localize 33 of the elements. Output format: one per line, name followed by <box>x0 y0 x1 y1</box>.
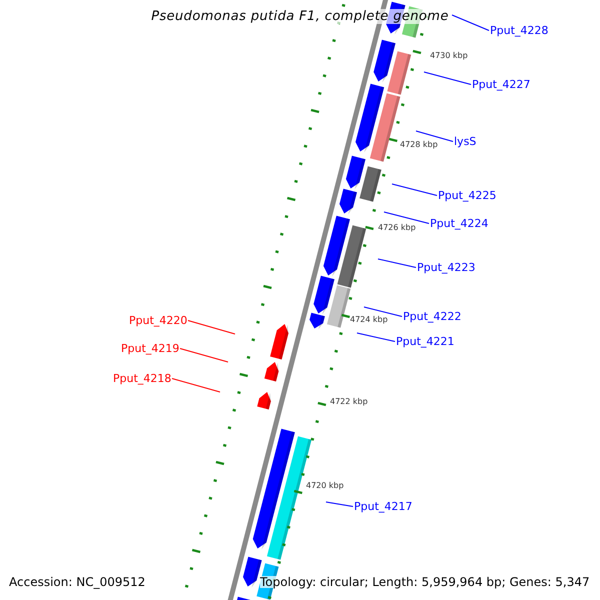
leader-line <box>378 258 416 268</box>
gene-label: Pput_4223 <box>417 262 476 273</box>
gene-label: Pput_4228 <box>490 25 548 36</box>
gene-label: lysS <box>454 136 476 147</box>
gene-label: Pput_4219 <box>121 343 180 354</box>
tick-label: 4724 kbp <box>350 316 388 324</box>
gene-label: Pput_4222 <box>403 311 462 322</box>
gene-label: Pput_4221 <box>396 336 454 347</box>
tick-label: 4720 kbp <box>306 482 344 490</box>
leader-line <box>424 72 472 85</box>
leader-line <box>188 320 236 334</box>
gene-label: Pput_4227 <box>472 79 530 90</box>
gene-label: Pput_4217 <box>354 501 412 512</box>
leader-line <box>364 306 402 317</box>
genome-summary-text: Topology: circular; Length: 5,959,964 bp; Genes: 5,347 <box>260 576 590 588</box>
gene-label: Pput_4218 <box>113 373 172 384</box>
leader-line <box>452 14 490 31</box>
leader-line <box>416 130 454 142</box>
leader-line <box>384 212 430 224</box>
gene-label: Pput_4220 <box>129 315 188 326</box>
tick-label: 4730 kbp <box>430 52 468 60</box>
leader-line <box>172 378 220 392</box>
map-title: Pseudomonas putida F1, complete genome <box>150 10 450 23</box>
tick-label: 4726 kbp <box>378 224 416 232</box>
accession-text: Accession: NC_009512 <box>9 576 146 588</box>
tick-label: 4722 kbp <box>330 398 368 406</box>
leader-line <box>180 348 228 362</box>
leader-line <box>326 502 354 507</box>
tick-label: 4728 kbp <box>400 141 438 149</box>
gene-label: Pput_4224 <box>430 218 488 229</box>
leader-line <box>392 184 438 196</box>
leader-line <box>356 332 396 342</box>
gene-label: Pput_4225 <box>438 190 496 201</box>
